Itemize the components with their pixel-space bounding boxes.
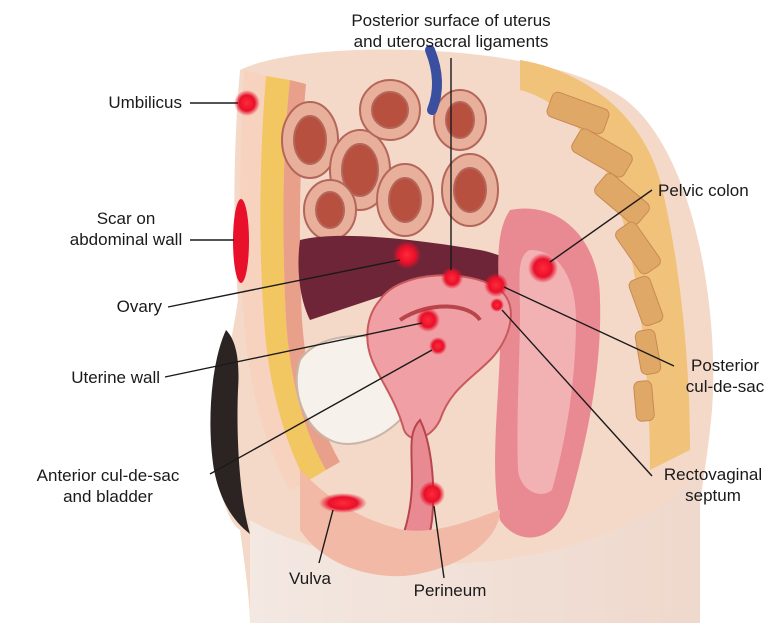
lesion-scar — [233, 199, 249, 283]
label-rectovaginal: Rectovaginal septum — [650, 464, 776, 506]
lesion-pelvic-colon — [528, 253, 558, 283]
label-vulva: Vulva — [268, 568, 352, 589]
lesion-anterior-cds — [429, 337, 447, 355]
label-pelvic-colon: Pelvic colon — [658, 180, 780, 201]
lesion-rectovaginal — [490, 298, 504, 312]
label-perineum: Perineum — [400, 580, 500, 601]
lesion-posterior-surface — [441, 267, 463, 289]
label-anterior-cds: Anterior cul-de-sac and bladder — [12, 465, 204, 507]
lesion-uterine-wall — [416, 308, 440, 332]
label-posterior-cds: Posterior cul-de-sac — [672, 355, 778, 397]
label-ovary: Ovary — [60, 296, 162, 317]
label-scar: Scar on abdominal wall — [64, 208, 188, 250]
intestines — [282, 80, 498, 240]
lesion-vulva — [319, 493, 367, 513]
lesion-perineum — [419, 481, 445, 507]
label-uterine-wall: Uterine wall — [20, 367, 160, 388]
lesion-posterior-cds — [484, 273, 508, 297]
label-umbilicus: Umbilicus — [60, 92, 182, 113]
label-posterior-surface: Posterior surface of uterus and uterosac… — [318, 10, 584, 52]
lesion-ovary — [393, 241, 421, 269]
